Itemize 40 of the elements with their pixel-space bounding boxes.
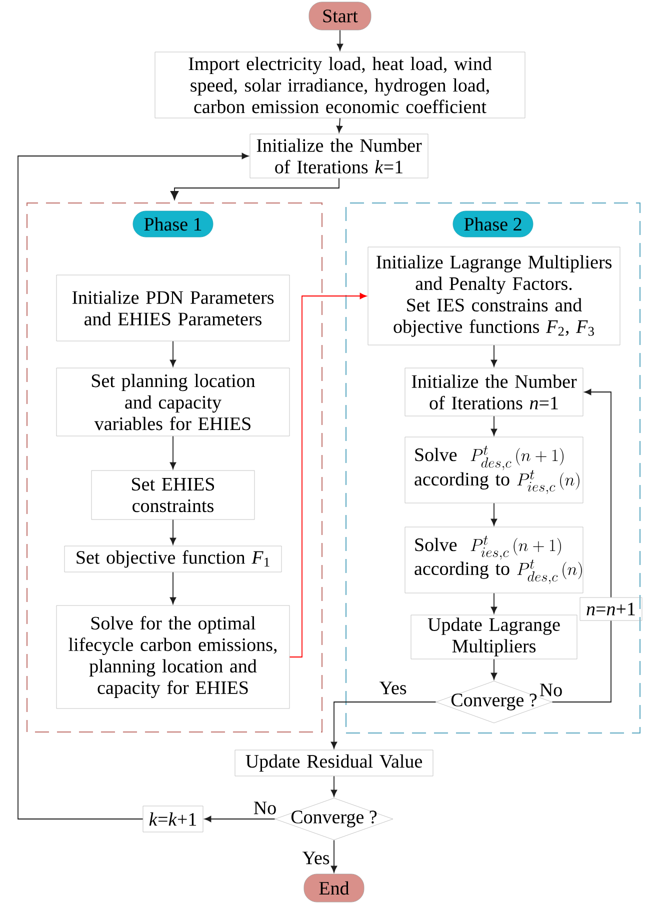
edge-label: Yes	[378, 680, 408, 696]
process-box: k=k+1	[142, 806, 204, 832]
process-box: Import electricity load, heat load, wind speed, solar irradiance, hydrogen load, carbon emission economic coefficient	[154, 52, 526, 118]
start-terminal: Start	[308, 2, 372, 30]
process-box: $\begin{array}{l}\text{Solve }\ P^{t}_{des,c}\left(n+1\right)\\ \text{according to }P^{t}_{ies,c}\left(n\right)\end{array}$	[404, 436, 584, 504]
process-box: Set objective function F$_{1}$	[64, 546, 282, 572]
arrow	[336, 118, 343, 133]
arrow	[289, 292, 367, 658]
process-box: Update Residual Value	[234, 750, 434, 776]
arrow	[170, 572, 176, 604]
arrow	[490, 502, 498, 526]
arrow	[18, 152, 249, 820]
process-box: Initialize Lagrange Multipliers and Penalty Factors. Set IES constrains and objective functions F$_{2}$, F$_{3}$	[368, 246, 620, 346]
phase-label: Phase 2	[452, 210, 534, 238]
arrow	[490, 658, 498, 680]
arrow	[170, 436, 176, 470]
arrow	[330, 776, 338, 797]
arrow	[170, 178, 340, 200]
process-box: Update Lagrange Multipliers	[410, 614, 578, 660]
arrow	[330, 702, 436, 749]
arrow	[490, 416, 498, 436]
process-box: Set EHIES constraints	[91, 470, 255, 520]
arrow	[336, 30, 344, 51]
arrow	[170, 519, 176, 545]
process-box: Initialize the Number of Iterations k=1	[250, 134, 428, 178]
process-box: Initialize the Number of Iterations n=1	[404, 368, 584, 416]
arrow	[584, 388, 612, 598]
process-box: $\begin{array}{l}\text{Solve }\ P^{t}_{ies,c}\left(n+1\right)\\ \text{according to }P^{t}_{des,c}\left(n\right)\end{array}$	[404, 526, 584, 594]
edge-label: Yes	[301, 850, 331, 866]
arrow	[330, 840, 338, 873]
process-box: Solve for the optimal lifecycle carbon emissions, planning location and capacity for EHIES	[56, 605, 290, 709]
arrow	[170, 340, 176, 367]
end-terminal: End	[304, 874, 364, 902]
arrow	[490, 592, 498, 614]
process-box: Set planning location and capacity variables for EHIES	[56, 368, 290, 436]
arrow	[490, 344, 498, 367]
phase-label: Phase 1	[132, 210, 214, 238]
process-box: Initialize PDN Parameters and EHIES Parameters	[56, 274, 290, 342]
arrow	[204, 816, 276, 822]
edge-label: No	[538, 682, 564, 698]
